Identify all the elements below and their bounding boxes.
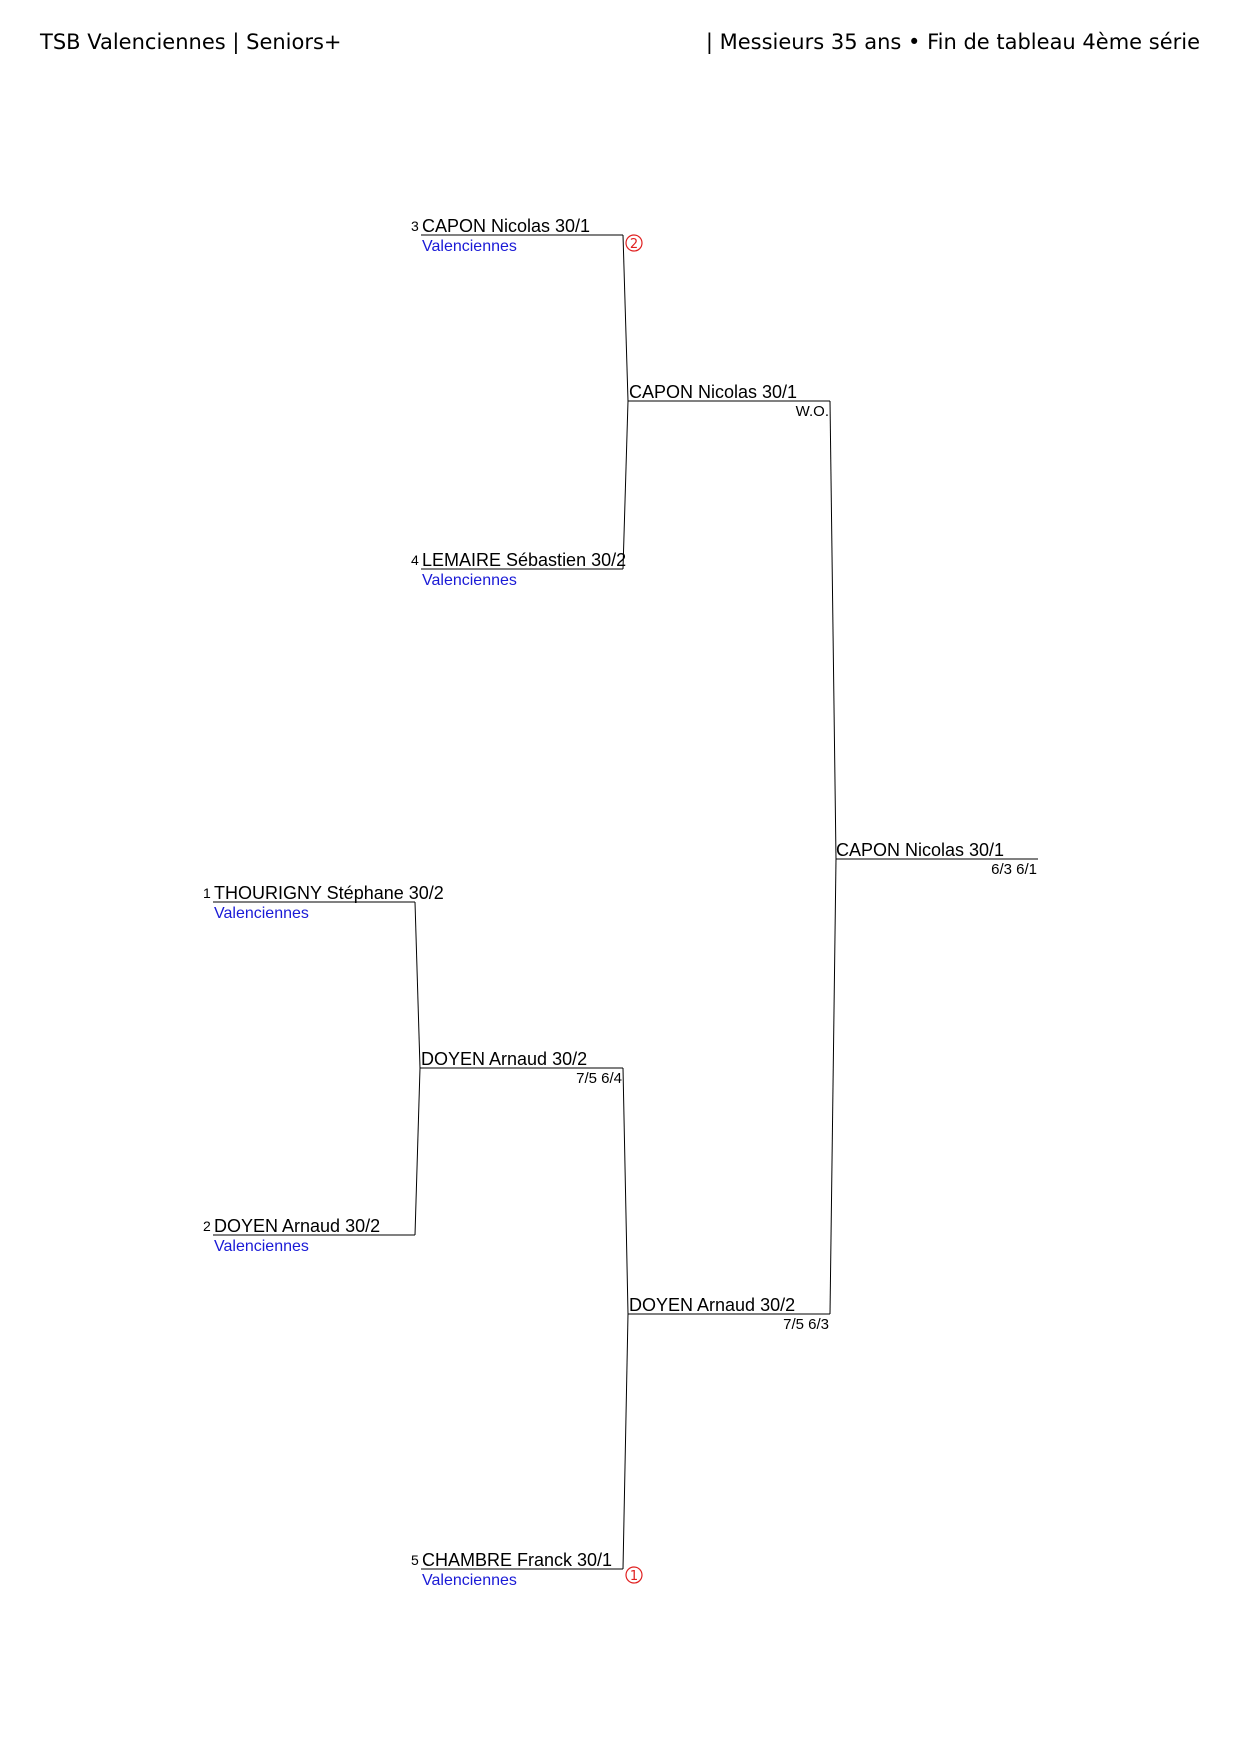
result-score: 7/5 6/4 <box>576 1070 622 1087</box>
svg-text:1: 1 <box>630 1569 638 1584</box>
result-final: CAPON Nicolas 30/1 6/3 6/1 <box>836 840 1038 878</box>
entry-player-name: DOYEN Arnaud 30/2 <box>214 1216 380 1236</box>
entry-club: Valenciennes <box>422 572 517 589</box>
result-winner-name: CAPON Nicolas 30/1 <box>629 382 797 402</box>
bracket-connector <box>622 234 629 402</box>
svg-text:2: 2 <box>630 237 638 252</box>
entry-doyen: 2 DOYEN Arnaud 30/2 Valenciennes <box>203 1216 415 1255</box>
entry-club: Valenciennes <box>214 905 309 922</box>
entry-seed: 2 <box>203 1218 211 1234</box>
entry-player-name: CHAMBRE Franck 30/1 <box>422 1550 612 1570</box>
bracket-connector <box>622 400 629 570</box>
result-match-1: CAPON Nicolas 30/1 W.O. <box>628 382 830 420</box>
header-club-title: TSB Valenciennes | Seniors+ <box>40 30 342 54</box>
header-event-title: | Messieurs 35 ans • Fin de tableau 4ème… <box>705 30 1200 54</box>
circled-number-2-mark: 2 <box>625 234 643 252</box>
entry-club: Valenciennes <box>422 238 517 255</box>
bracket-connector <box>414 901 421 1069</box>
result-score: 6/3 6/1 <box>991 861 1037 878</box>
entry-club: Valenciennes <box>422 1572 517 1589</box>
bracket-connector <box>622 1313 629 1570</box>
entry-seed: 5 <box>411 1552 419 1568</box>
entry-club: Valenciennes <box>214 1238 309 1255</box>
bracket-connector <box>829 400 837 860</box>
result-winner-name: CAPON Nicolas 30/1 <box>836 840 1004 860</box>
entry-player-name: CAPON Nicolas 30/1 <box>422 216 590 236</box>
result-winner-name: DOYEN Arnaud 30/2 <box>629 1295 795 1315</box>
result-match-3: DOYEN Arnaud 30/2 7/5 6/3 <box>628 1295 830 1333</box>
result-score: 7/5 6/3 <box>783 1316 829 1333</box>
result-winner-name: DOYEN Arnaud 30/2 <box>421 1049 587 1069</box>
result-score: W.O. <box>796 403 829 420</box>
circled-number-1-mark: 1 <box>625 1566 643 1584</box>
entry-seed: 3 <box>411 218 419 234</box>
entry-thourigny: 1 THOURIGNY Stéphane 30/2 Valenciennes <box>203 883 444 922</box>
entry-seed: 1 <box>203 885 211 901</box>
entry-capon: 3 CAPON Nicolas 30/1 Valenciennes 2 <box>411 216 643 255</box>
entry-seed: 4 <box>411 552 419 568</box>
bracket-connector <box>829 858 837 1315</box>
entry-chambre: 5 CHAMBRE Franck 30/1 Valenciennes 1 <box>411 1550 643 1589</box>
entry-lemaire: 4 LEMAIRE Sébastien 30/2 Valenciennes <box>411 550 626 589</box>
bracket-connector <box>414 1067 421 1236</box>
entry-player-name: THOURIGNY Stéphane 30/2 <box>214 883 444 903</box>
result-match-2: DOYEN Arnaud 30/2 7/5 6/4 <box>420 1049 623 1087</box>
entry-player-name: LEMAIRE Sébastien 30/2 <box>422 550 626 570</box>
bracket-connector <box>622 1067 629 1315</box>
